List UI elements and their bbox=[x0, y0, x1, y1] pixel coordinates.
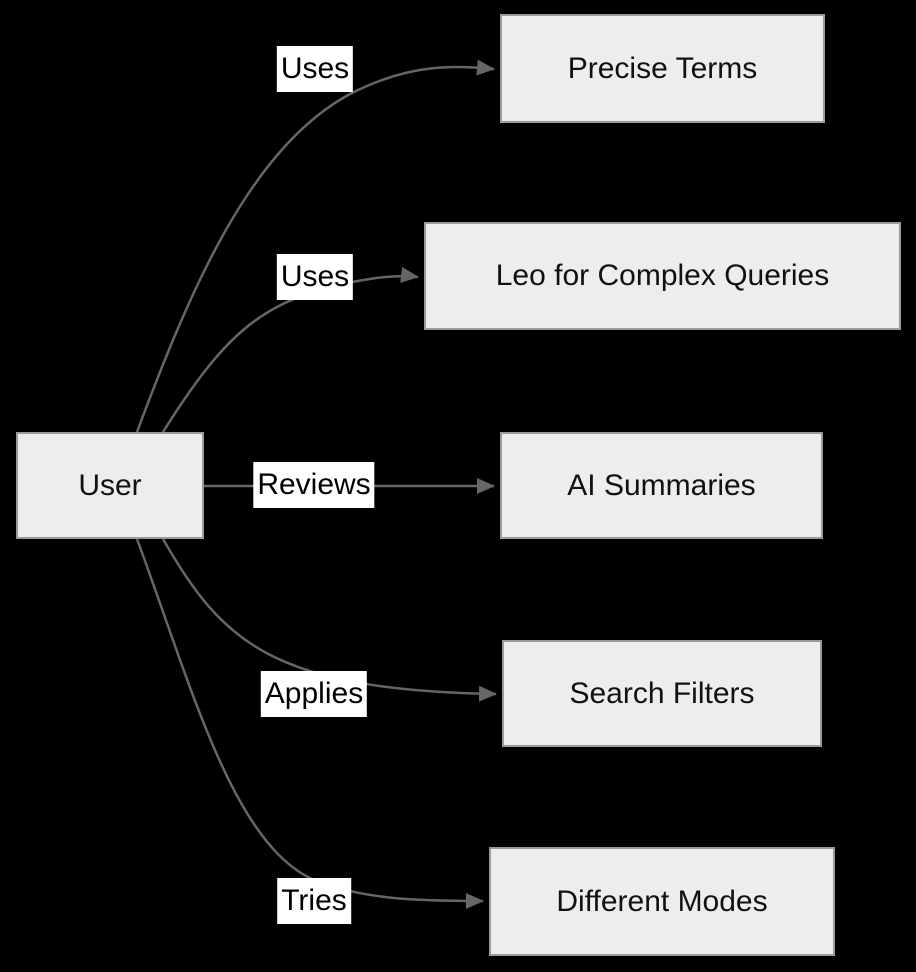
edge-user-precise-terms bbox=[135, 59, 495, 433]
node-precise-terms: Precise Terms bbox=[500, 14, 825, 123]
node-search-filters-label: Search Filters bbox=[569, 676, 755, 710]
edge-label-applies: Applies bbox=[260, 671, 368, 717]
node-ai-summaries: AI Summaries bbox=[500, 432, 823, 539]
node-ai-summaries-label: AI Summaries bbox=[567, 468, 756, 502]
edge-label-uses-precise-terms: Uses bbox=[276, 46, 354, 92]
node-leo-complex: Leo for Complex Queries bbox=[424, 222, 901, 330]
node-precise-terms-label: Precise Terms bbox=[567, 51, 758, 85]
node-search-filters: Search Filters bbox=[502, 640, 822, 747]
node-leo-complex-label: Leo for Complex Queries bbox=[495, 259, 830, 292]
node-user-label: User bbox=[78, 468, 142, 502]
node-different-modes-label: Different Modes bbox=[556, 884, 768, 918]
edge-label-tries: Tries bbox=[277, 878, 351, 924]
edge-user-different-modes bbox=[135, 538, 484, 909]
edge-label-reviews: Reviews bbox=[253, 462, 375, 508]
edge-user-search-filters bbox=[161, 538, 497, 702]
edge-label-uses-leo-complex: Uses bbox=[276, 254, 354, 300]
node-different-modes: Different Modes bbox=[489, 847, 835, 956]
node-user: User bbox=[16, 432, 204, 539]
